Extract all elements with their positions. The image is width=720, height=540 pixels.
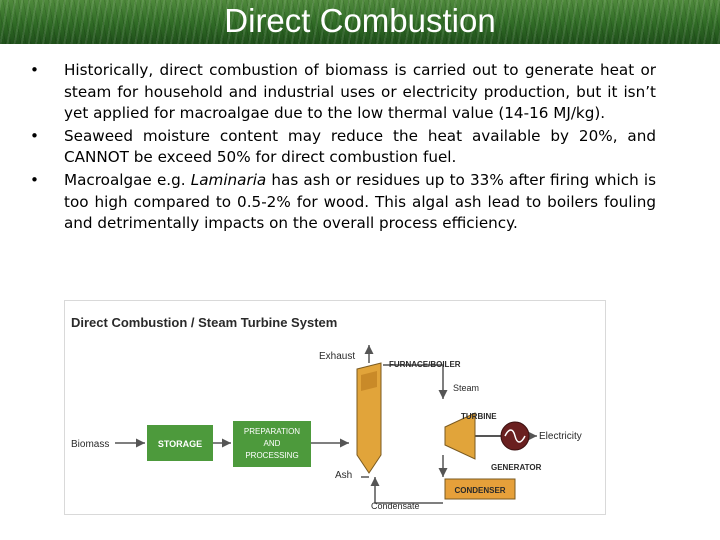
bullet-text-pre: Macroalgae e.g. xyxy=(64,170,191,189)
steam-line xyxy=(383,364,448,399)
preparation-label-2: AND xyxy=(264,439,281,448)
combustion-diagram: Direct Combustion / Steam Turbine System… xyxy=(64,300,606,515)
sine-wave-icon xyxy=(504,429,526,443)
diagram-canvas: Direct Combustion / Steam Turbine System… xyxy=(71,315,582,511)
bullet-text: Historically, direct combustion of bioma… xyxy=(64,61,656,123)
furnace-inner-shape xyxy=(361,371,377,391)
condensate-label: Condensate xyxy=(371,501,420,511)
condensate-line xyxy=(370,477,443,504)
diagram-title: Direct Combustion / Steam Turbine System xyxy=(71,315,337,330)
bullet-text-post: has ash or residues up to 33% after firi… xyxy=(64,170,657,233)
storage-box xyxy=(147,425,213,461)
bullet-dot: • xyxy=(30,170,39,189)
turbine-shape xyxy=(444,412,476,460)
bullet-text: Seaweed moisture content may reduce the … xyxy=(64,126,656,167)
bullet-item: • Seaweed moisture content may reduce th… xyxy=(30,126,656,169)
title-bar: Direct Combustion xyxy=(0,0,720,44)
preparation-label-1: PREPARATION xyxy=(244,427,300,436)
preparation-box xyxy=(233,421,311,467)
bullet-item: • Historically, direct combustion of bio… xyxy=(30,60,656,125)
biomass-label: Biomass xyxy=(71,439,109,450)
bullet-dot: • xyxy=(30,61,39,79)
steam-label: Steam xyxy=(453,383,479,393)
bullet-dot: • xyxy=(30,126,39,145)
condenser-box xyxy=(444,478,516,500)
generator-label: GENERATOR xyxy=(491,463,542,472)
exhaust-label: Exhaust xyxy=(319,351,355,362)
turbine-label: TURBINE xyxy=(461,412,497,421)
bullet-list: • Historically, direct combustion of bio… xyxy=(30,60,656,236)
preparation-label-3: PROCESSING xyxy=(245,451,298,460)
bullet-item: • Macroalgae e.g. Laminaria has ash or r… xyxy=(30,170,656,235)
ash-label: Ash xyxy=(335,470,352,481)
condenser-label: CONDENSER xyxy=(454,486,505,495)
furnace-label: FURNACE/BOILER xyxy=(389,360,461,369)
species-name: Laminaria xyxy=(190,170,267,189)
storage-label: STORAGE xyxy=(158,439,202,449)
slide-title: Direct Combustion xyxy=(224,2,496,39)
electricity-label: Electricity xyxy=(539,431,582,442)
